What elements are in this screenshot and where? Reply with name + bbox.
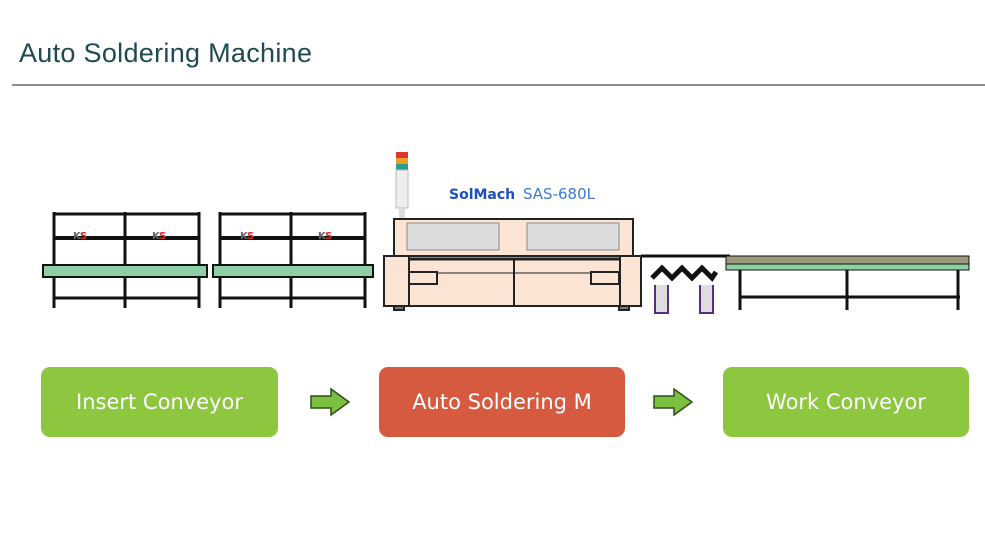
svg-text:K: K [152, 231, 161, 242]
page-title: Auto Soldering Machine [19, 38, 313, 68]
svg-text:S: S [159, 231, 166, 242]
arrow-right-icon [653, 387, 694, 417]
svg-text:S: S [80, 231, 87, 242]
soldering-machine [383, 218, 642, 311]
svg-text:K: K [240, 231, 249, 242]
insert-conveyor-2 [212, 212, 374, 308]
step-work-conveyor: Work Conveyor [723, 367, 969, 437]
title-divider [12, 84, 985, 86]
transfer-unit [641, 254, 730, 314]
svg-text:K: K [73, 231, 82, 242]
arrow-right-icon [310, 387, 351, 417]
machine-brand: SolMach [449, 187, 515, 203]
step-insert-conveyor: Insert Conveyor [41, 367, 278, 437]
svg-text:S: S [247, 231, 254, 242]
machine-model: SAS-680L [523, 185, 596, 203]
svg-text:S: S [325, 231, 332, 242]
signal-tower-icon [395, 152, 409, 218]
insert-conveyor-1 [42, 212, 208, 308]
work-conveyor [725, 255, 970, 310]
svg-text:K: K [318, 231, 327, 242]
step-auto-soldering-machine: Auto Soldering M [379, 367, 625, 437]
